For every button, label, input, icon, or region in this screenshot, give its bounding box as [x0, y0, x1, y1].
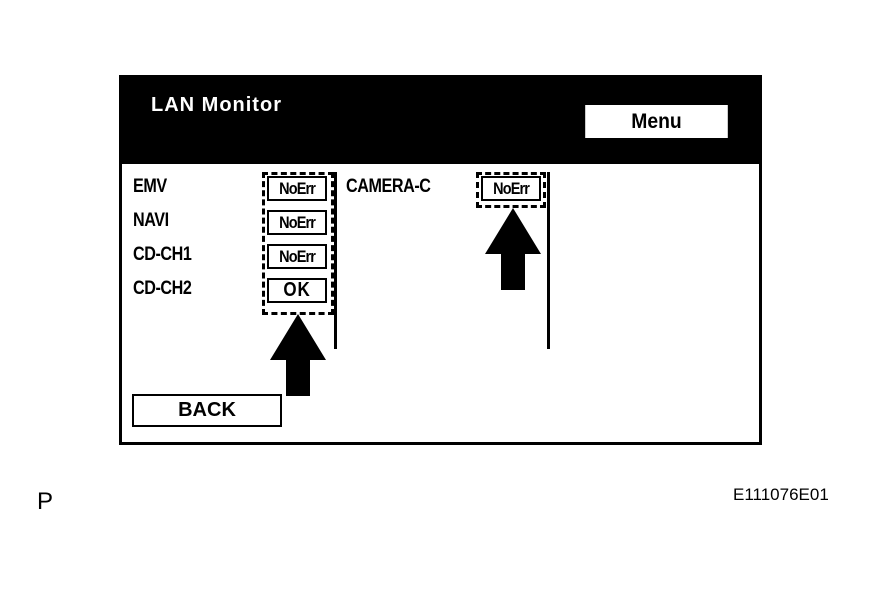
status-navi[interactable]: NoErr [267, 210, 327, 235]
row-label-camera-c: CAMERA-C [346, 176, 431, 197]
status-camera-c[interactable]: NoErr [481, 176, 541, 201]
status-emv[interactable]: NoErr [267, 176, 327, 201]
column-divider-right [547, 172, 550, 349]
title-bar: LAN Monitor Menu [122, 78, 759, 164]
figure-id: E111076E01 [733, 485, 829, 504]
row-label-cd-ch2: CD-CH2 [133, 278, 192, 299]
status-cd-ch1[interactable]: NoErr [267, 244, 327, 269]
menu-button[interactable]: Menu [585, 105, 728, 138]
back-button[interactable]: BACK [132, 394, 282, 427]
status-cd-ch2[interactable]: OK [267, 278, 327, 303]
row-label-emv: EMV [133, 176, 167, 197]
row-label-navi: NAVI [133, 210, 169, 231]
highlight-frame-right [476, 172, 546, 208]
corner-letter: P [37, 488, 54, 515]
lan-monitor-screen: LAN Monitor Menu EMV NAVI CD-CH1 CD-CH2 … [119, 75, 762, 445]
arrow-up-icon [270, 314, 326, 396]
row-label-cd-ch1: CD-CH1 [133, 244, 192, 265]
column-divider-left [334, 172, 337, 349]
page-title: LAN Monitor [151, 94, 282, 116]
arrow-up-icon [485, 208, 541, 290]
highlight-frame-left [262, 172, 334, 315]
